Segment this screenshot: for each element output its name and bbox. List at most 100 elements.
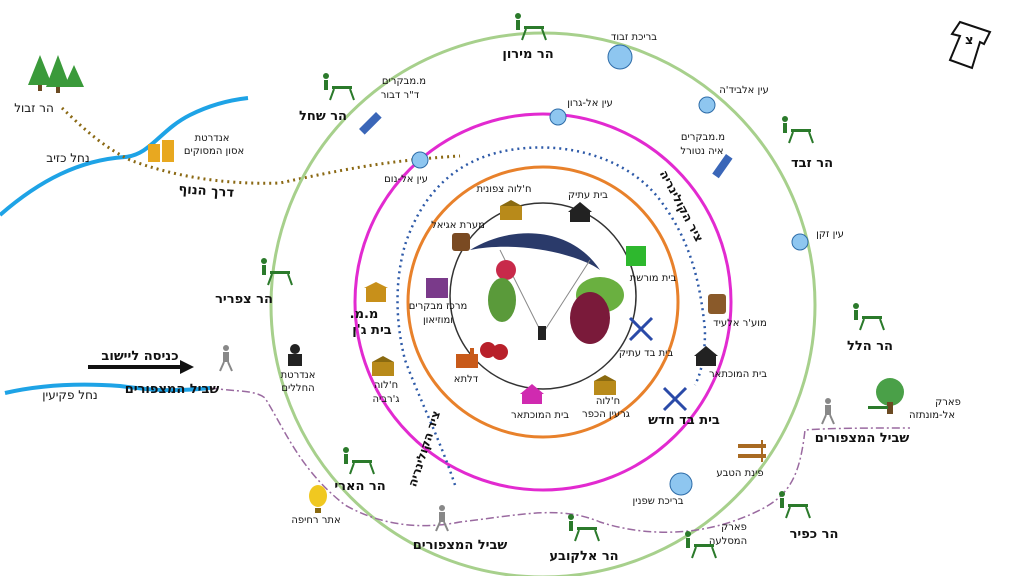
- label-beit-hamuchtar-inner: בית המוכתאר: [511, 410, 569, 421]
- label-visitor-natural-1: מ.מבקרים: [681, 132, 725, 143]
- river-kziv: [0, 96, 249, 217]
- label-merkaz-2: ומוזיאון: [423, 315, 453, 326]
- label-beit-bad-hadash: בית בד חדש: [648, 413, 720, 428]
- spring-icon: [549, 108, 567, 126]
- pipette-icon: [712, 154, 733, 179]
- river-pkiin: [4, 382, 211, 395]
- label-visitor-dvor-2: ד"ר דבור: [381, 90, 420, 101]
- inner-ring: [449, 202, 637, 390]
- label-pinat-hateva: פינת הטבע: [716, 468, 763, 479]
- spring-icon: [411, 151, 429, 169]
- hiker-picnic-icon: [343, 447, 375, 475]
- old-house-icon: [568, 202, 592, 222]
- house-icon: [694, 346, 718, 366]
- label-shvil-left: שביל המצפורים: [125, 382, 220, 397]
- hiker-picnic-icon: [323, 73, 355, 101]
- label-memorial-2: אסון המסוקים: [184, 146, 244, 157]
- label-beit-atik: בית עתיק: [568, 190, 608, 201]
- label-har-kfir: הר כפיר: [790, 527, 839, 542]
- orange-ring: [406, 165, 680, 439]
- label-park-hamaslul-1: פארק: [721, 522, 747, 533]
- cafe-icon: [708, 294, 726, 314]
- label-andarta-halalim-1: אנדרטת: [281, 370, 316, 381]
- pipette-icon: [359, 112, 382, 135]
- label-tzir-kulinaria-top: ציר הקולינריה: [657, 168, 707, 245]
- birds-trail: [209, 387, 911, 533]
- label-halva-garin-2: גרעין הכפר: [582, 409, 630, 420]
- label-tzir-kulinaria-bottom: ציר הקולינריה: [405, 409, 443, 489]
- label-ein-albida: עין אלביד'ה: [719, 85, 769, 96]
- spring-icon: [791, 233, 809, 251]
- windmill-icon: [628, 316, 654, 342]
- label-visitor-dvor-1: מ.מבקרים: [382, 76, 426, 87]
- label-har-shahal: הר שחל: [299, 109, 347, 124]
- label-delta: דלתא: [454, 374, 479, 385]
- label-har-meron: הר מירון: [502, 47, 553, 62]
- label-nahal-kziv: נחל כזיב: [46, 151, 89, 165]
- label-mm-beit-gen-1: מ.מ.: [350, 307, 379, 322]
- scenic-road: [60, 106, 461, 185]
- label-ein-al-num: עין אל-נום: [384, 174, 428, 185]
- label-mearat-agial: מערת אגיאל: [431, 220, 485, 231]
- label-har-hallel: הר הלל: [847, 339, 893, 354]
- hiker-picnic-icon: [853, 303, 885, 331]
- label-derech-hanof: דרך הנוף: [178, 182, 235, 201]
- label-visitor-natural-2: איה נטורל: [680, 146, 723, 157]
- hiker-picnic-icon: [685, 531, 717, 559]
- label-beit-hamuchtar-right: בית המוכתאר: [709, 369, 767, 380]
- label-halva-garin-1: ח'לוה: [596, 396, 620, 407]
- label-halva-garbia-1: ח'לוה: [374, 380, 398, 391]
- label-shvil-right: שביל המצפורים: [815, 431, 910, 446]
- magenta-ring: [353, 112, 733, 492]
- label-park-almuntaza-1: פארק: [935, 397, 961, 408]
- hiker-picnic-icon: [779, 491, 811, 519]
- hiker-picnic-icon: [515, 13, 547, 41]
- label-beit-bad-atik: בית בד עתיק: [619, 348, 674, 359]
- museum-icon: [364, 282, 388, 302]
- walker-icon: [435, 505, 449, 532]
- central-illustration: [470, 233, 624, 360]
- school-icon: [594, 375, 616, 395]
- label-har-zevul: הר זבול: [14, 101, 54, 115]
- label-park-almuntaza-2: אל-מונתזה: [909, 410, 955, 421]
- label-beit-moreshet: בית מורשת: [630, 273, 677, 284]
- heritage-house-icon: [626, 246, 646, 266]
- label-har-zevad: הר זבד: [791, 156, 833, 171]
- label-nahal-pkiin: נחל פקיעין: [42, 388, 97, 402]
- hiker-picnic-icon: [568, 514, 600, 542]
- label-merkaz-1: מרכז מבקרים: [409, 301, 468, 312]
- label-shvil-bottom: שביל המצפורים: [413, 538, 508, 553]
- windmill-icon: [662, 386, 688, 412]
- label-ein-al-garon: עין אל-גרון: [567, 98, 613, 109]
- label-halva-tzfonit: ח'לוה צפונית: [476, 184, 531, 195]
- police-icon: [288, 344, 302, 366]
- label-har-tzfarir: הר צפריר: [215, 292, 273, 307]
- spring-icon: [698, 96, 716, 114]
- hiker-picnic-icon: [261, 258, 293, 286]
- spring-icon: [669, 472, 693, 496]
- label-memorial-1: אנדרטת: [195, 133, 230, 144]
- walker-icon: [821, 398, 835, 425]
- cave-icon: [452, 233, 470, 251]
- walker-icon: [219, 345, 233, 372]
- label-brechat-shfanin: בריכת שפנין: [633, 496, 684, 507]
- hiker-picnic-icon: [782, 116, 814, 144]
- bench-icon: [738, 440, 766, 462]
- label-park-hamaslul-2: המסלעה: [709, 536, 747, 547]
- label-mm-beit-gen-2: בית ג'ן: [352, 323, 391, 338]
- entrance-arrow: [88, 360, 194, 374]
- mukhtar-house-icon: [520, 384, 544, 404]
- forest-icon: [28, 55, 84, 93]
- spring-icon: [607, 44, 633, 70]
- culinary-axis: [396, 146, 707, 486]
- label-halva-garbia-2: ג'רביה: [372, 394, 399, 405]
- label-ein-zaken: עין זקן: [816, 229, 844, 240]
- chess-memorial-icon: [148, 140, 174, 162]
- label-har-haari: הר הארי: [334, 479, 385, 494]
- tree-icon: [868, 378, 904, 414]
- label-brechat-zavud: בריכת זבוד: [611, 32, 657, 43]
- label-andarta-halalim-2: החללים: [281, 383, 314, 394]
- school-icon: [500, 200, 522, 220]
- label-moar-alaid: מוע'ר אלעיד: [713, 318, 767, 329]
